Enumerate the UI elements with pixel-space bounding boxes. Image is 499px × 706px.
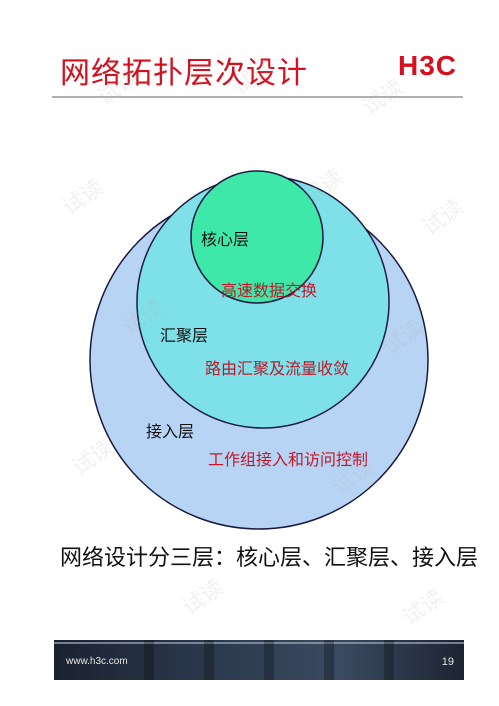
- summary-text: 网络设计分三层：核心层、汇聚层、接入层: [60, 546, 479, 571]
- footer-url: www.h3c.com: [66, 656, 128, 667]
- title-divider: [52, 96, 463, 98]
- access-layer-function: 工作组接入和访问控制: [208, 450, 369, 469]
- distribution-layer-label: 汇聚层: [160, 326, 209, 345]
- footer-texture: [264, 640, 274, 680]
- core-layer-function: 高速数据交换: [221, 281, 318, 300]
- distribution-layer-function: 路由汇聚及流量收敛: [205, 359, 350, 378]
- access-layer-label: 接入层: [146, 422, 195, 441]
- page-number: 19: [441, 656, 454, 668]
- h3c-logo: H3C: [397, 50, 457, 81]
- footer-texture: [204, 640, 214, 680]
- footer-texture: [384, 640, 394, 680]
- footer-stripe: [54, 642, 464, 644]
- slide-title: 网络拓扑层次设计: [60, 56, 308, 91]
- core-layer-circle: [190, 170, 324, 304]
- footer-bar: www.h3c.com 19: [54, 640, 464, 680]
- core-layer-label: 核心层: [201, 230, 250, 249]
- footer-texture: [144, 640, 154, 680]
- footer-texture: [324, 640, 334, 680]
